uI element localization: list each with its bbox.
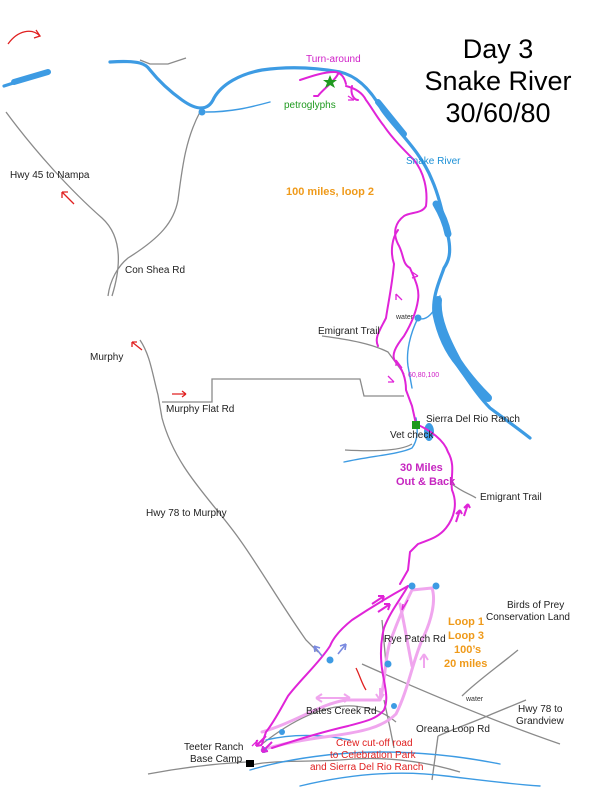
road-con-shea <box>107 111 201 297</box>
title-location: Snake River <box>424 66 572 96</box>
road-hwy45 <box>5 111 119 297</box>
distances-label: 60,80,100 <box>408 372 440 379</box>
trail-loop1 <box>261 585 409 745</box>
oreana-loop-label: Oreana Loop Rd <box>416 724 490 735</box>
arrow-murphy <box>131 341 143 351</box>
bates-creek-label: Bates Creek Rd <box>306 706 377 717</box>
creek-west <box>205 101 271 113</box>
snake-river-label: Snake River <box>406 156 461 167</box>
title-day: Day 3 <box>462 34 534 64</box>
point-1 <box>198 108 206 116</box>
creek-emigrant <box>406 317 419 389</box>
road-south <box>251 757 461 773</box>
point-7 <box>391 703 397 709</box>
creek-south2 <box>299 772 541 787</box>
teeter-ranch-label: Teeter Ranch <box>184 742 244 753</box>
title-distances: 30/60/80 <box>445 98 551 128</box>
trail-main <box>261 71 456 749</box>
road-oreana <box>437 699 527 737</box>
emigrant-trail-lower-label: Emigrant Trail <box>480 492 542 503</box>
loop-light <box>260 586 436 752</box>
conservation-land-label: Conservation Land <box>486 612 570 623</box>
road-sierra-stub <box>344 443 413 452</box>
base-camp-label: Base Camp <box>190 754 243 765</box>
loop1-label: Loop 1 <box>448 616 485 628</box>
hwy45-label: Hwy 45 to Nampa <box>10 170 90 181</box>
arrow-top-left <box>7 30 41 45</box>
thirty-miles-label: 30 Miles <box>400 462 443 474</box>
water-upper-label: water <box>396 314 414 321</box>
hwy78-grandview-label-2: Grandview <box>516 716 564 727</box>
rye-patch-label: Rye Patch Rd <box>384 634 446 645</box>
trail-west-loop <box>375 229 399 347</box>
birds-of-prey-label: Birds of Prey <box>507 600 565 611</box>
base-camp-marker <box>246 760 254 767</box>
road-emigrant-lower <box>451 483 477 499</box>
road-murphy <box>139 339 319 653</box>
con-shea-label: Con Shea Rd <box>125 265 186 276</box>
point-3 <box>408 582 416 590</box>
trail-spur <box>313 73 339 97</box>
emigrant-trail-upper-label: Emigrant Trail <box>318 326 380 337</box>
hwy78-murphy-label: Hwy 78 to Murphy <box>146 508 227 519</box>
point-4 <box>432 582 440 590</box>
river-wide-2 <box>433 296 492 402</box>
loop3-label: Loop 3 <box>448 630 485 642</box>
road-emigrant-upper <box>321 335 405 375</box>
twenty-miles-label: 20 miles <box>444 658 488 670</box>
trail-down <box>399 423 456 585</box>
creek-south <box>249 751 501 771</box>
trail-turnaround <box>299 71 347 85</box>
road-crew-cutoff <box>383 699 395 749</box>
snake-river <box>2 59 541 787</box>
murphy-label: Murphy <box>90 352 124 363</box>
arrow-crew <box>355 667 367 691</box>
trail-north <box>345 85 428 425</box>
petroglyphs-label: petroglyphs <box>284 100 336 111</box>
river-wide-4 <box>11 69 51 85</box>
arrow-murphy-flat <box>172 390 187 398</box>
out-and-back-label: Out & Back <box>396 476 456 488</box>
crew-cutoff-label-2: to Celebration Park <box>330 750 416 761</box>
sierra-del-rio-label: Sierra Del Rio Ranch <box>426 414 520 425</box>
hwy78-grandview-label-1: Hwy 78 to <box>518 704 563 715</box>
road-south-west <box>147 761 247 775</box>
turnaround-label: Turn-around <box>306 54 361 65</box>
hundreds-label: 100’s <box>454 644 482 656</box>
point-2 <box>414 314 422 322</box>
river-wide-1 <box>432 200 452 238</box>
point-8 <box>279 729 285 735</box>
crew-cutoff-label-1: Crew cut-off road <box>336 738 413 749</box>
roads <box>5 57 561 781</box>
road-bates <box>261 705 397 745</box>
blue-arrows <box>313 643 347 657</box>
trail-arrows <box>255 95 471 753</box>
misc-arrows <box>251 599 409 747</box>
loop-light-stub <box>398 602 414 668</box>
point-6 <box>384 660 392 668</box>
red-arrows <box>7 29 367 691</box>
loop-arrows <box>315 653 429 703</box>
water-lower-label: water <box>466 696 484 703</box>
trail-spur2 <box>350 85 359 101</box>
murphy-flat-label: Murphy Flat Rd <box>166 404 235 415</box>
point-5 <box>326 656 334 664</box>
river-wide-3 <box>375 99 407 137</box>
crew-cutoff-label-3: and Sierra Del Rio Ranch <box>310 762 424 773</box>
hundred-loop2-label: 100 miles, loop 2 <box>286 186 375 198</box>
road-north-spur <box>139 57 187 65</box>
road-east-spur <box>461 649 519 697</box>
arrow-hwy45 <box>61 191 75 205</box>
road-murphy-flat <box>162 378 404 403</box>
trail-inner <box>271 585 409 749</box>
turnaround-star <box>323 75 337 88</box>
road-oreana-down <box>431 735 439 781</box>
vet-check-label: Vet check <box>390 430 434 441</box>
sierra-del-rio-marker <box>412 421 420 429</box>
